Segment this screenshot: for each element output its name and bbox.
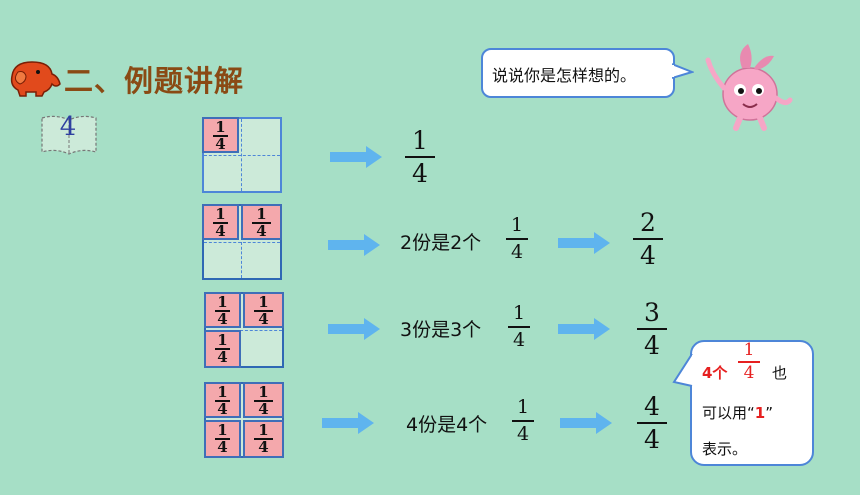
shaded-cell: 1 4 xyxy=(202,117,239,153)
arrow-right-icon xyxy=(322,412,374,434)
speech-bubble xyxy=(481,48,675,98)
speech-bubble-tail xyxy=(672,63,694,79)
speech-bubble-text: 说说你是怎样想的。 xyxy=(492,66,637,85)
elephant-icon xyxy=(10,61,61,97)
phrase-2: 2份是2个 xyxy=(400,232,482,254)
arrow-right-icon xyxy=(558,232,610,254)
phrase-3: 3份是3个 xyxy=(400,319,482,341)
peach-mascot-icon xyxy=(705,44,793,131)
note-line2: 可以用“1” xyxy=(702,404,773,422)
arrow-right-icon xyxy=(560,412,612,434)
phrase-4: 4份是4个 xyxy=(406,414,488,436)
open-book-icon xyxy=(41,115,97,155)
fraction-grid-1: 1 4 xyxy=(202,117,282,193)
arrow-right-icon xyxy=(330,146,382,168)
arrow-right-icon xyxy=(558,318,610,340)
note-bubble-tail xyxy=(672,353,694,387)
example-number: 4 xyxy=(59,112,77,142)
arrow-right-icon xyxy=(328,234,380,256)
note-line3: 表示。 xyxy=(702,440,748,458)
note-count: 4个 xyxy=(702,364,728,382)
section-title: 二、例题讲解 xyxy=(64,64,245,98)
note-line1-suffix: 也 xyxy=(772,364,788,382)
arrow-right-icon xyxy=(328,318,380,340)
